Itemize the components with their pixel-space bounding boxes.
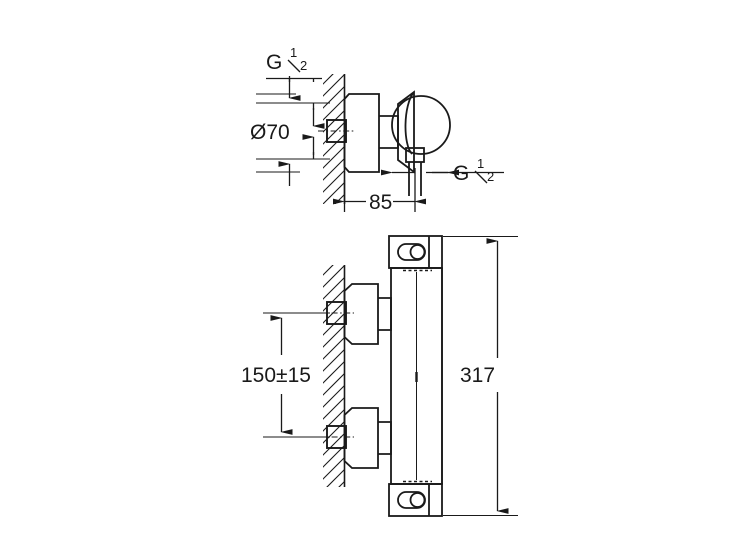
mixer-body-escutcheon-top bbox=[343, 93, 380, 173]
mixer-outlet-top bbox=[405, 147, 425, 196]
extension-lines-150 bbox=[263, 312, 330, 438]
label-diameter-70: Ø70 bbox=[250, 121, 290, 144]
mixer-lever-sweep-top bbox=[404, 91, 415, 155]
leader-g-half-top bbox=[266, 77, 322, 82]
dimension-diameter-70 bbox=[278, 76, 325, 186]
bottom-handle-knob bbox=[397, 491, 426, 509]
wall-hatching-bottom bbox=[323, 265, 345, 487]
top-handle-housing bbox=[388, 235, 443, 269]
label-projection-85: 85 bbox=[369, 191, 392, 214]
label-g-half-top-denominator: 2 bbox=[300, 58, 307, 73]
wall-hatching-top bbox=[323, 74, 345, 204]
label-g-half-outlet-numerator: 1 bbox=[477, 156, 484, 171]
label-g-half-outlet: G 1 2 bbox=[453, 156, 494, 185]
lower-union-body bbox=[343, 407, 379, 469]
dimension-projection-85 bbox=[333, 168, 426, 212]
lower-union-neck bbox=[378, 421, 392, 455]
top-handle-knob bbox=[397, 243, 426, 261]
label-g-half-outlet-denominator: 2 bbox=[487, 169, 494, 184]
top-view-group bbox=[256, 74, 504, 212]
upper-union-neck bbox=[378, 297, 392, 331]
label-center-distance-150: 150±15 bbox=[241, 364, 311, 387]
mixer-neck-top bbox=[379, 115, 399, 149]
label-overall-height-317: 317 bbox=[460, 364, 495, 387]
mixer-lever-ball-top bbox=[391, 95, 451, 155]
label-g-half-top-letter: G bbox=[266, 51, 282, 74]
label-g-half-outlet-letter: G bbox=[453, 162, 469, 185]
bottom-handle-housing bbox=[388, 483, 443, 517]
label-g-half-top-numerator: 1 bbox=[290, 45, 297, 60]
upper-union-body bbox=[343, 283, 379, 345]
bottom-view-group bbox=[263, 235, 518, 517]
extension-lines-317 bbox=[443, 236, 518, 516]
label-g-half-top: G 1 2 bbox=[266, 45, 307, 74]
